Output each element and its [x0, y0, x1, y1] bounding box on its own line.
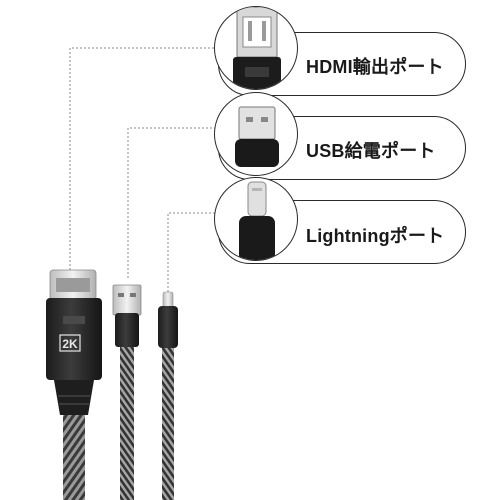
lightning-connector [158, 291, 178, 348]
hdmi-adapter: 2K [46, 269, 102, 415]
lightning-port-icon [214, 177, 298, 261]
usb-connector [112, 284, 142, 347]
hdmi-adapter-body [46, 298, 102, 380]
usb-metal-head [112, 284, 142, 316]
lightning-body [158, 306, 178, 348]
hdmi-cable [63, 410, 85, 500]
usb-port-icon [214, 92, 298, 176]
usb-cable [120, 345, 134, 500]
usb-leader-line [127, 127, 220, 278]
usb-body [115, 313, 139, 347]
adapter-2k-badge [59, 334, 81, 352]
hdmi-port-label: HDMI輸出ポート [306, 57, 444, 77]
lightning-metal-tip [162, 291, 174, 309]
usb-port-label: USB給電ポート [306, 141, 436, 161]
adapter-2k-badge-text: 2K [62, 337, 78, 351]
leader-lines [69, 47, 220, 292]
lightning-cable [162, 345, 174, 500]
cables [63, 345, 174, 500]
hdmi-leader-line [69, 47, 220, 270]
hdmi-port-icon [214, 6, 298, 90]
hdmi-strain-relief [54, 380, 94, 415]
lightning-port-label: Lightningポート [306, 226, 445, 246]
lightning-leader-line [167, 212, 220, 292]
